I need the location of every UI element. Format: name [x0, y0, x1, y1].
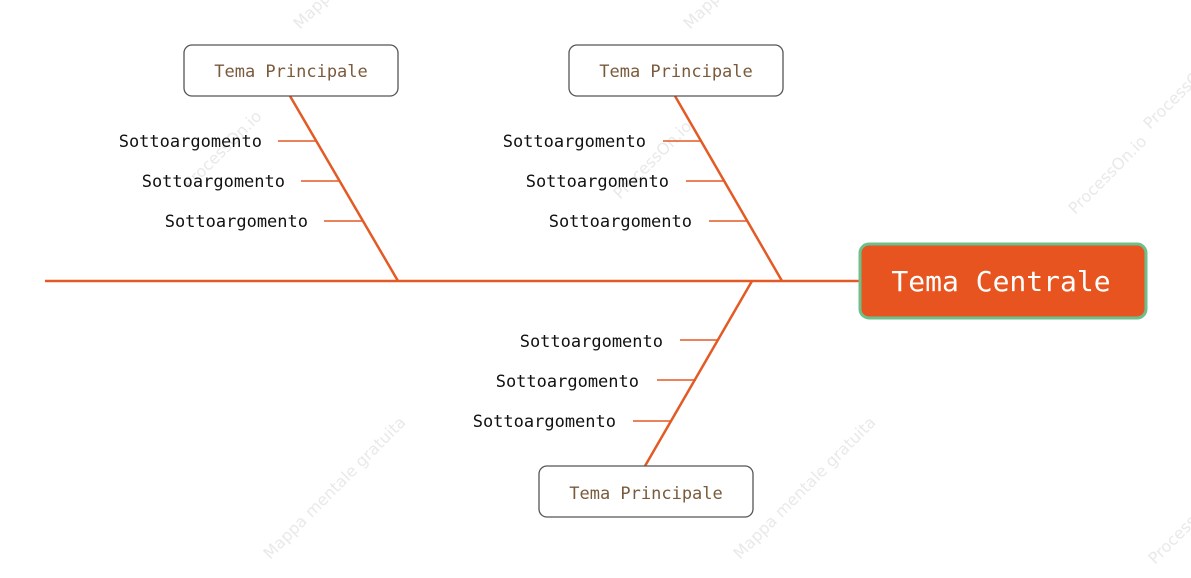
branch-3-subtopic-1[interactable]: Sottoargomento	[520, 332, 663, 352]
branch-1-subtopic-2[interactable]: Sottoargomento	[142, 172, 285, 192]
branch-2-bone	[673, 95, 784, 282]
branch-2-topic-box[interactable]	[568, 44, 784, 97]
watermark-text: Mappa mentale gratuita	[259, 413, 409, 563]
branch-1-bone	[288, 95, 400, 282]
branch-3-topic-box[interactable]	[538, 465, 754, 518]
branch-2: Sottoargomento Sottoargomento Sottoargom…	[503, 44, 784, 282]
watermark-text: ProcessOn.io	[1064, 132, 1150, 218]
branch-2-subtopic-3[interactable]: Sottoargomento	[549, 212, 692, 232]
watermark-text: ProcessOn.io	[1139, 47, 1191, 133]
branch-1: Sottoargomento Sottoargomento Sottoargom…	[119, 44, 400, 282]
branch-3: Sottoargomento Sottoargomento Sottoargom…	[473, 280, 754, 518]
branch-1-subtopic-1[interactable]: Sottoargomento	[119, 132, 262, 152]
branch-2-topic-label[interactable]: Tema Principale	[599, 62, 753, 82]
branch-2-subtopic-1[interactable]: Sottoargomento	[503, 132, 646, 152]
branch-3-subtopic-2[interactable]: Sottoargomento	[496, 372, 639, 392]
watermark-text: Mappa mentale gratuita	[289, 0, 439, 33]
branch-1-subtopic-3[interactable]: Sottoargomento	[165, 212, 308, 232]
branch-2-subtopic-2[interactable]: Sottoargomento	[526, 172, 669, 192]
watermark-text: ProcessOn.io	[1144, 482, 1191, 568]
central-topic-box[interactable]	[858, 242, 1148, 320]
central-topic[interactable]: Tema Centrale	[858, 242, 1148, 320]
watermark-text: Mappa mentale gratuita	[679, 0, 829, 33]
branch-3-bone	[643, 280, 754, 467]
branch-1-topic-label[interactable]: Tema Principale	[214, 62, 368, 82]
central-topic-label[interactable]: Tema Centrale	[891, 265, 1110, 298]
branch-3-topic-label[interactable]: Tema Principale	[569, 484, 723, 504]
branch-1-topic-box[interactable]	[183, 44, 399, 97]
branch-3-subtopic-3[interactable]: Sottoargomento	[473, 412, 616, 432]
